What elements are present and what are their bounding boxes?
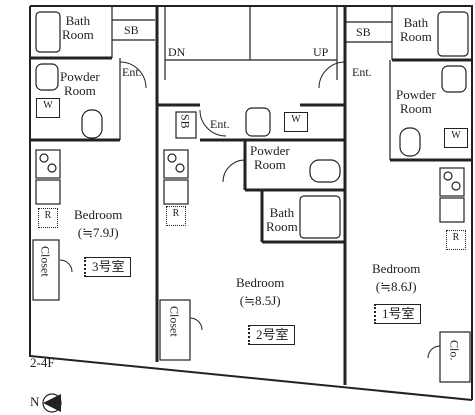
sb-left-label: SB [124, 23, 139, 37]
ent-right-label: Ent. [352, 65, 372, 79]
sb-center-label: SB [178, 114, 193, 129]
unit1-number: 1号室 [374, 304, 421, 324]
washer-center: W [284, 112, 308, 132]
ent-center-label: Ent. [210, 117, 230, 131]
thin-walls [32, 6, 471, 383]
unit3-number: 3号室 [84, 257, 131, 277]
washer-left: W [36, 98, 60, 118]
unit2-number: 2号室 [248, 325, 295, 345]
outer-walls [29, 5, 473, 401]
sb-right-label: SB [356, 25, 371, 39]
unit1-bedroom-label: Bedroom (≒8.6J) [372, 261, 421, 294]
north-label: N [30, 394, 40, 409]
door-swings [59, 61, 441, 359]
ent-left-label: Ent. [122, 65, 142, 79]
washer-right: W [444, 128, 468, 148]
floor-label: 2-4F [30, 355, 55, 370]
stair-up-label: UP [313, 45, 329, 59]
clo-right-label: Clo. [447, 340, 462, 361]
unit3-bedroom-label: Bedroom (≒7.9J) [74, 207, 123, 240]
closet-left-label: Closet [38, 246, 53, 277]
stair-down-label: DN [168, 45, 186, 59]
north-arrow [42, 393, 62, 413]
fridge-right: R [446, 230, 466, 250]
closet-center-label: Closet [167, 306, 182, 337]
fridge-center: R [166, 206, 186, 226]
fridge-left: R [38, 208, 58, 228]
unit2-bedroom-label: Bedroom (≒8.5J) [236, 275, 285, 308]
